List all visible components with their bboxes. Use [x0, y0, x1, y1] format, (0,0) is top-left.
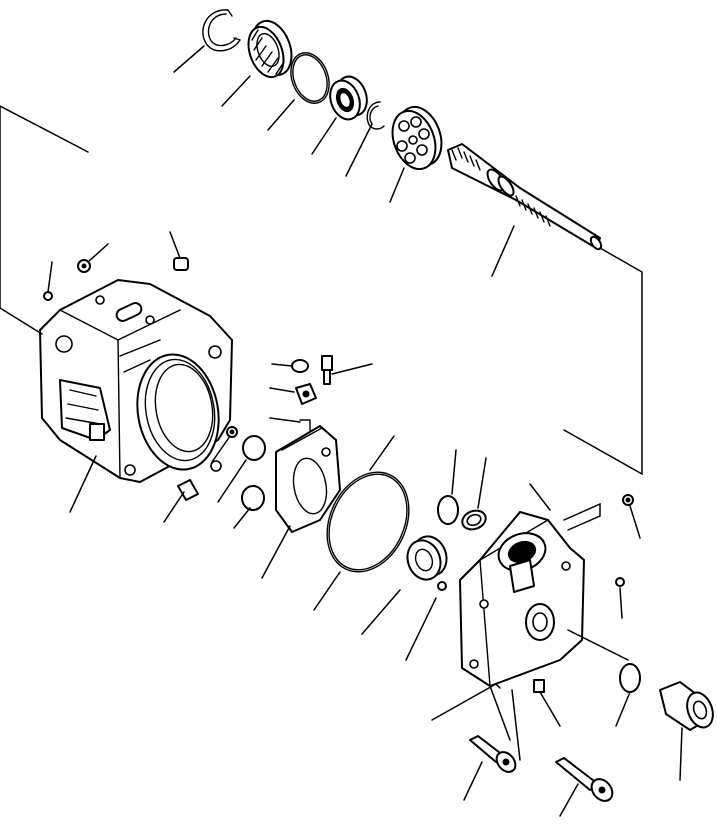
bearing-needle — [406, 535, 448, 581]
bolt-right-lower — [555, 757, 614, 802]
snap-ring-small — [366, 101, 385, 130]
drive-shaft — [447, 143, 603, 251]
ball-lower — [241, 485, 265, 511]
plug-right-top — [622, 494, 634, 506]
bracket-line-end-cover — [563, 502, 601, 531]
bolt-left-lower — [469, 735, 517, 773]
spring-pin — [299, 419, 311, 435]
valve-plate — [275, 425, 341, 533]
bracket-line-left — [0, 105, 43, 335]
cylinder-block — [391, 105, 443, 171]
o-ring-top — [290, 52, 330, 104]
oil-seal — [247, 19, 293, 79]
ball-bearing — [329, 75, 368, 121]
end-cover — [459, 511, 585, 687]
bracket-line-left-top — [0, 105, 89, 153]
oval-plate-top — [437, 495, 459, 525]
seal-washer — [291, 359, 309, 373]
ball-upper — [242, 435, 266, 461]
housing-plug-top-left — [77, 259, 91, 273]
snap-ring-large — [202, 9, 241, 52]
adapter-fitting — [659, 681, 714, 731]
pin-small — [226, 426, 238, 438]
housing-plug-left — [43, 291, 53, 301]
small-bolt — [321, 355, 333, 385]
bracket-line-bolts — [489, 685, 521, 761]
bracket-line-plate — [567, 629, 629, 661]
oval-plate-right — [619, 663, 641, 693]
o-ring-small — [461, 509, 487, 531]
pump-housing — [39, 279, 233, 483]
plug-right-low — [533, 679, 545, 693]
bracket-line-right — [563, 247, 643, 476]
dowel-right — [437, 581, 447, 591]
bracket-line-bolt-left — [431, 683, 501, 721]
dowel-pin — [177, 479, 199, 501]
o-ring-large — [326, 471, 410, 573]
plug-right-mid — [615, 577, 625, 587]
housing-plug-top-right — [173, 257, 189, 271]
callout-leaders — [47, 45, 683, 817]
clip-part — [295, 383, 317, 405]
